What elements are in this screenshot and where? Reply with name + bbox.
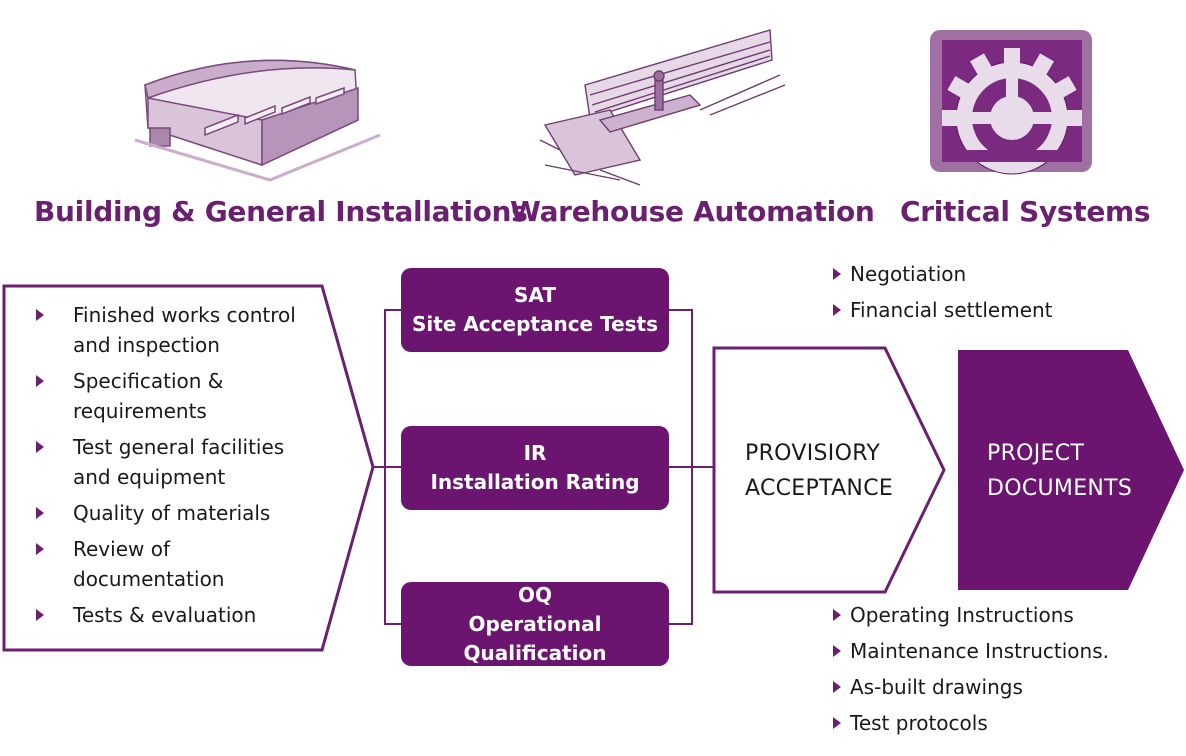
sat-box: SAT Site Acceptance Tests <box>401 268 669 352</box>
provisional-acceptance-shape <box>712 346 946 594</box>
bullet-arrow-icon <box>833 609 841 621</box>
list-item-text: Operating Instructions <box>850 603 1074 627</box>
list-item: As-built drawings <box>833 672 1109 702</box>
ir-box: IR Installation Rating <box>401 426 669 510</box>
bullet-arrow-icon <box>36 507 44 519</box>
oq-code: OQ <box>517 582 552 607</box>
bullet-arrow-icon <box>833 645 841 657</box>
list-item: Test protocols <box>833 708 1109 738</box>
list-item-text: Test protocols <box>850 711 988 735</box>
ir-name: Installation Rating <box>430 470 640 494</box>
left-chevron-shape <box>2 284 375 652</box>
heading-building: Building & General Installations <box>34 195 528 228</box>
bullet-arrow-icon <box>833 268 841 280</box>
project-documents-label: PROJECT DOCUMENTS <box>987 436 1132 506</box>
list-item: Negotiation <box>833 259 1053 289</box>
heading-critical: Critical Systems <box>900 195 1151 228</box>
bullet-arrow-icon <box>36 375 44 387</box>
oq-name: Operational Qualification <box>463 611 607 665</box>
sat-code: SAT <box>514 283 556 307</box>
bullet-arrow-icon <box>833 681 841 693</box>
list-item-text: Financial settlement <box>850 298 1053 322</box>
list-item-text: Negotiation <box>850 262 967 286</box>
project-line2: DOCUMENTS <box>987 476 1133 501</box>
list-item-text: Review of documentation <box>73 537 225 591</box>
bullet-arrow-icon <box>36 441 44 453</box>
gear-icon <box>930 30 1092 175</box>
bullet-arrow-icon <box>833 304 841 316</box>
documents-list: Operating Instructions Maintenance Instr… <box>833 600 1109 744</box>
list-item-text: Tests & evaluation <box>73 603 257 627</box>
list-item: Review of documentation <box>34 534 324 594</box>
list-item: Maintenance Instructions. <box>833 636 1109 666</box>
list-item-text: Maintenance Instructions. <box>850 639 1109 663</box>
project-documents-shape <box>958 350 1184 590</box>
bullet-arrow-icon <box>36 309 44 321</box>
provisional-line1: PROVISIORY <box>745 441 881 466</box>
connector-lines <box>373 309 714 625</box>
settlement-list: Negotiation Financial settlement <box>833 259 1053 331</box>
ir-code: IR <box>523 441 547 465</box>
list-item-text: Quality of materials <box>73 501 271 525</box>
conveyor-system-icon <box>539 29 786 186</box>
warehouse-building-icon <box>134 59 381 182</box>
list-item-text: Finished works control and inspection <box>73 303 296 357</box>
list-item: Specification & requirements <box>34 366 324 426</box>
bullet-arrow-icon <box>36 609 44 621</box>
list-item: Quality of materials <box>34 498 324 528</box>
illustrations <box>134 29 1092 186</box>
oq-box: OQ Operational Qualification <box>401 582 669 666</box>
left-criteria-list: Finished works control and inspection Sp… <box>34 300 324 636</box>
provisional-line2: ACCEPTANCE <box>745 476 894 501</box>
bullet-arrow-icon <box>833 717 841 729</box>
bullet-arrow-icon <box>36 543 44 555</box>
list-item: Operating Instructions <box>833 600 1109 630</box>
heading-warehouse: Warehouse Automation <box>510 195 875 228</box>
list-item: Finished works control and inspection <box>34 300 324 360</box>
list-item: Financial settlement <box>833 295 1053 325</box>
list-item-text: Specification & requirements <box>73 369 224 423</box>
list-item-text: As-built drawings <box>850 675 1023 699</box>
list-item: Test general facilities and equipment <box>34 432 324 492</box>
sat-name: Site Acceptance Tests <box>411 312 658 336</box>
project-line1: PROJECT <box>987 441 1085 466</box>
provisional-acceptance-label: PROVISIORY ACCEPTANCE <box>745 436 893 506</box>
list-item-text: Test general facilities and equipment <box>73 435 285 489</box>
list-item: Tests & evaluation <box>34 600 324 630</box>
